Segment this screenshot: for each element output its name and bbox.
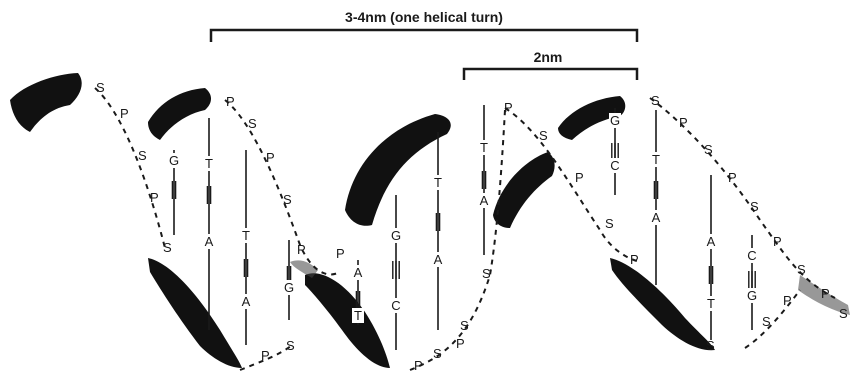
- base-top-label: G: [391, 228, 401, 243]
- base-top-label: G: [610, 113, 620, 128]
- sugar-label: S: [839, 306, 848, 321]
- base-bottom-label: C: [391, 298, 400, 313]
- base-top-label: A: [707, 234, 716, 249]
- sugar-label: S: [797, 262, 806, 277]
- phosphate-label: P: [150, 190, 159, 205]
- ribbon-segment: [305, 273, 390, 368]
- phosphate-label: P: [336, 246, 345, 261]
- base-bottom-label: A: [434, 252, 443, 267]
- helical-turn-label: 3-4nm (one helical turn): [345, 9, 503, 25]
- sugar-label: S: [762, 314, 771, 329]
- phosphate-label: P: [575, 170, 584, 185]
- phosphate-label: P: [821, 286, 830, 301]
- spacing-label: 2nm: [534, 49, 563, 65]
- ribbon-segment: [10, 73, 82, 132]
- ribbon-segment: [610, 258, 715, 350]
- base-bottom-label: C: [610, 158, 619, 173]
- sugar-label: S: [248, 116, 257, 131]
- base-bottom-label: G: [747, 288, 757, 303]
- base-bottom-label: A: [480, 193, 489, 208]
- ribbon-segment: [148, 258, 242, 368]
- base-top-label: C: [747, 248, 756, 263]
- sugar-label: S: [433, 346, 442, 361]
- base-top-label: G: [169, 153, 179, 168]
- phosphate-label: P: [679, 115, 688, 130]
- base-bottom-label: T: [354, 308, 362, 323]
- phosphate-label: P: [728, 170, 737, 185]
- phosphate-label: P: [120, 106, 129, 121]
- phosphate-label: P: [261, 348, 270, 363]
- ribbon-segment: [148, 88, 211, 140]
- sugar-label: S: [706, 338, 715, 353]
- base-bottom-label: A: [652, 210, 661, 225]
- phosphate-label: P: [297, 242, 306, 257]
- ribbon-shading: [290, 260, 850, 315]
- phosphate-label: P: [456, 336, 465, 351]
- phosphate-label: P: [630, 252, 639, 267]
- phosphate-label: P: [266, 150, 275, 165]
- base-bottom-label: T: [707, 296, 715, 311]
- sugar-label: S: [283, 192, 292, 207]
- sugar-label: S: [96, 80, 105, 95]
- sugar-label: S: [539, 128, 548, 143]
- phosphate-label: P: [414, 358, 423, 373]
- sugar-label: S: [460, 318, 469, 333]
- base-top-label: T: [652, 152, 660, 167]
- base-bottom-label: A: [242, 294, 251, 309]
- helical-turn-bracket: [211, 30, 637, 42]
- base-bottom-label: G: [284, 280, 294, 295]
- phosphate-label: P: [226, 94, 235, 109]
- phosphate-label: P: [783, 293, 792, 308]
- sugar-label: S: [704, 142, 713, 157]
- base-top-label: A: [354, 265, 363, 280]
- base-top-label: T: [242, 228, 250, 243]
- sugar-label: S: [286, 338, 295, 353]
- base-bottom-label: A: [205, 234, 214, 249]
- sugar-label: S: [138, 148, 147, 163]
- base-top-label: T: [480, 140, 488, 155]
- base-top-label: T: [205, 156, 213, 171]
- phosphate-label: P: [773, 234, 782, 249]
- phosphate-label: P: [504, 100, 513, 115]
- sugar-label: S: [163, 240, 172, 255]
- ribbon-segment: [345, 114, 451, 226]
- base-top-label: T: [434, 175, 442, 190]
- spacing-bracket: [464, 69, 637, 80]
- sugar-label: S: [750, 199, 759, 214]
- sugar-label: S: [651, 93, 660, 108]
- sugar-label: S: [605, 216, 614, 231]
- sugar-label: S: [482, 266, 491, 281]
